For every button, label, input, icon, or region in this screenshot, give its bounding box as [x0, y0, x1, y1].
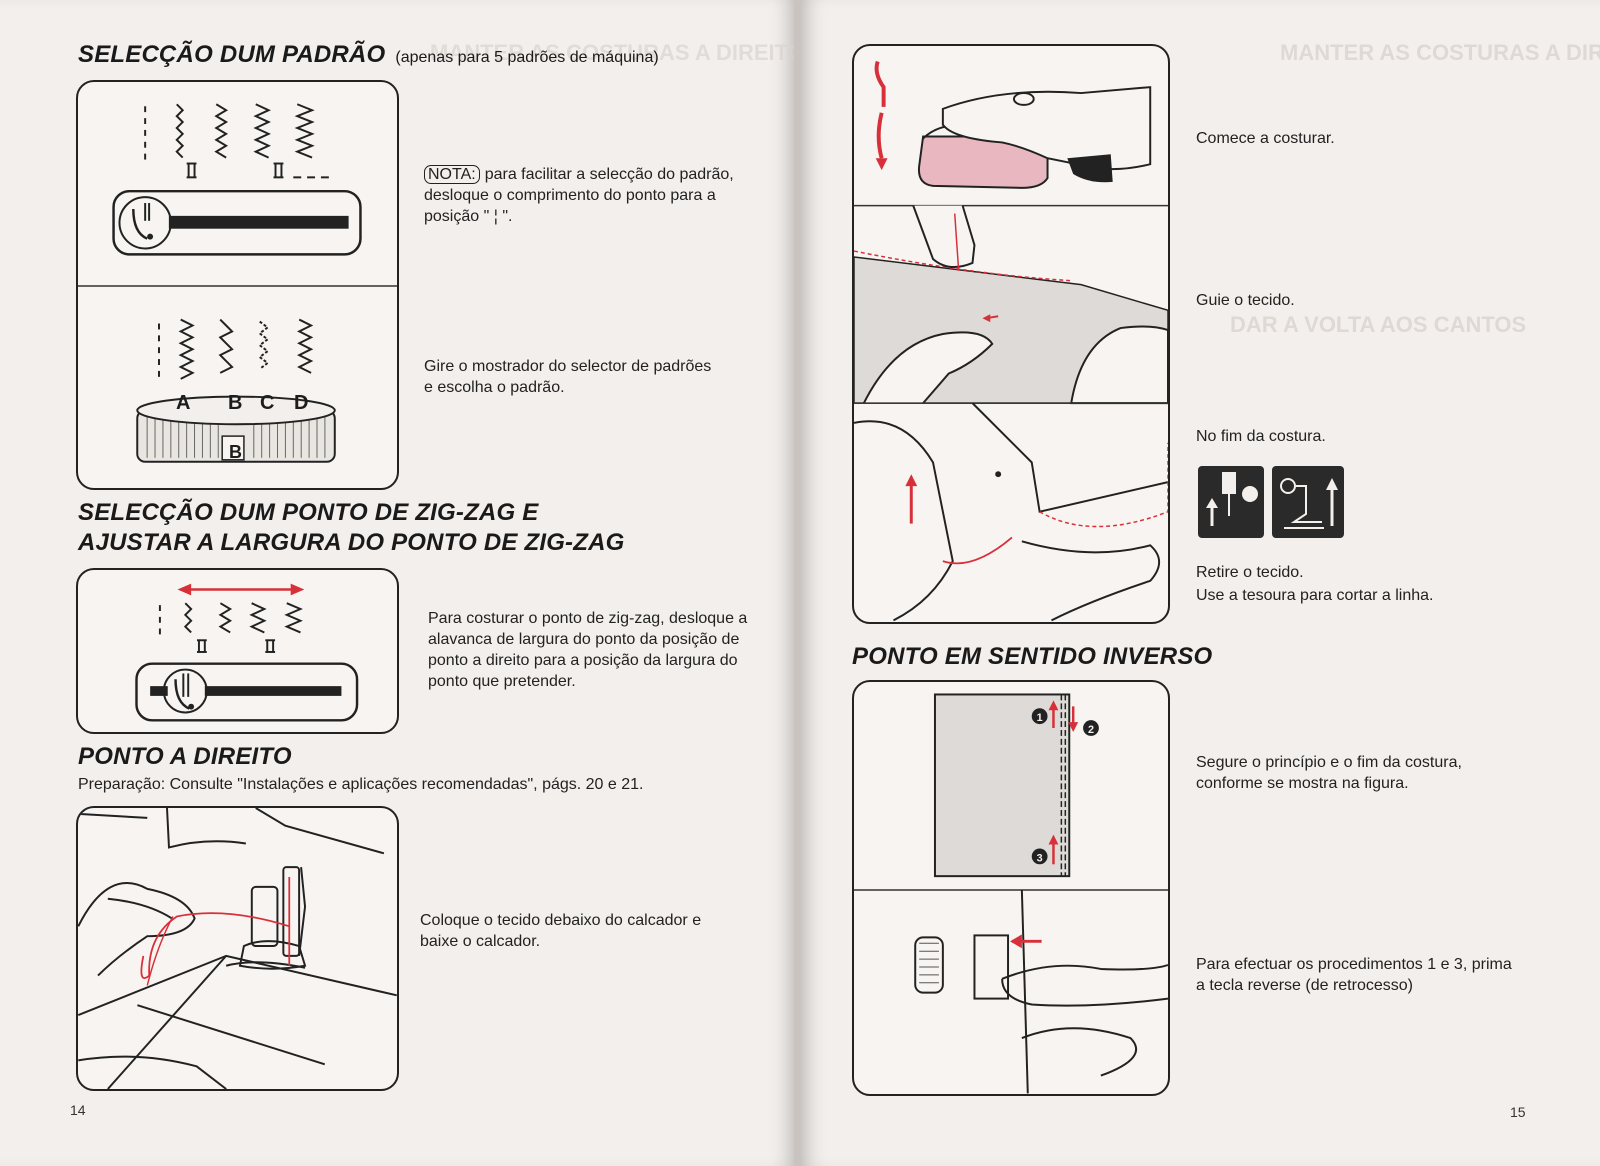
zigzag-illustration: [135, 583, 359, 722]
dial-letter-b: B: [228, 392, 243, 414]
svg-text:2: 2: [1088, 724, 1094, 736]
left-page: MANTER AS COSTURAS A DIREITO SELECÇÃO DU…: [0, 0, 796, 1166]
dial-window-label: B: [229, 442, 242, 462]
step-end-text: No fim da costura.: [1196, 428, 1326, 445]
book-spine: [794, 0, 802, 1166]
page-number-right: 15: [1510, 1104, 1526, 1120]
sewing-steps-illustration: [854, 60, 1168, 622]
presser-foot-figure: [76, 806, 399, 1091]
step-start-text: Comece a costurar.: [1196, 130, 1335, 147]
fabric-instruction: Coloque o tecido debaixo do calcador e b…: [420, 912, 702, 950]
section-title-zigzag-line2: AJUSTAR A LARGURA DO PONTO DE ZIG-ZAG: [78, 529, 625, 556]
step-remove-line2: Use a tesoura para cortar a linha.: [1196, 587, 1434, 604]
presser-foot-illustration: [78, 808, 397, 1089]
svg-text:1: 1: [1037, 712, 1043, 724]
dial-instruction: Gire o mostrador do selector de padrões …: [424, 358, 712, 396]
section-title-reverse-stitch: PONTO EM SENTIDO INVERSO: [852, 643, 1213, 670]
zigzag-instruction: Para costurar o ponto de zig-zag, desloq…: [428, 610, 748, 690]
step-remove-line1: Retire o tecido.: [1196, 564, 1304, 581]
title-subtitle: (apenas para 5 padrões de máquina): [395, 49, 659, 66]
reverse-stitch-figure: 1 2 3: [852, 680, 1170, 1096]
sewing-steps-figure: [852, 44, 1170, 624]
dial-letter-d: D: [294, 392, 309, 414]
needle-up-icon: [1198, 466, 1264, 538]
nota-text: para facilitar a selecção do padrão, des…: [424, 166, 734, 225]
presser-foot-up-icon: [1272, 466, 1344, 538]
right-page: MANTER AS COSTURAS A DIREITO DAR A VOLTA…: [800, 0, 1600, 1166]
dial-letter-a: A: [176, 392, 191, 414]
zigzag-width-figure: [76, 568, 399, 734]
pattern-selection-figure: A B C D B: [76, 80, 399, 490]
nota-label: NOTA:: [424, 165, 480, 184]
reverse-hold-text: Segure o princípio e o fim da costura, c…: [1196, 754, 1462, 792]
section-title-straight-stitch: PONTO A DIREITO: [78, 743, 292, 770]
pattern-illustration: [78, 103, 397, 463]
title-text: SELECÇÃO DUM PADRÃO: [78, 41, 386, 68]
svg-text:3: 3: [1037, 852, 1043, 864]
preparation-text: Preparação: Consulte "Instalações e apli…: [78, 776, 644, 793]
show-through-text-2: MANTER AS COSTURAS A DIREITO: [1280, 40, 1600, 65]
section-title-pattern-selection: SELECÇÃO DUM PADRÃO (apenas para 5 padrõe…: [78, 40, 659, 73]
show-through-text-3: DAR A VOLTA AOS CANTOS: [1230, 312, 1527, 337]
section-title-zigzag-line1: SELECÇÃO DUM PONTO DE ZIG-ZAG E: [78, 499, 539, 526]
nota-paragraph: NOTA:para facilitar a selecção do padrão…: [424, 164, 744, 227]
reverse-press-text: Para efectuar os procedimentos 1 e 3, pr…: [1196, 956, 1512, 994]
step-guide-text: Guie o tecido.: [1196, 292, 1295, 309]
page-number-left: 14: [70, 1102, 86, 1118]
show-through-text: MANTER AS COSTURAS A DIREITO: [430, 40, 796, 65]
reverse-stitch-illustration: 1 2 3: [854, 693, 1168, 1094]
dial-letter-c: C: [260, 392, 275, 414]
